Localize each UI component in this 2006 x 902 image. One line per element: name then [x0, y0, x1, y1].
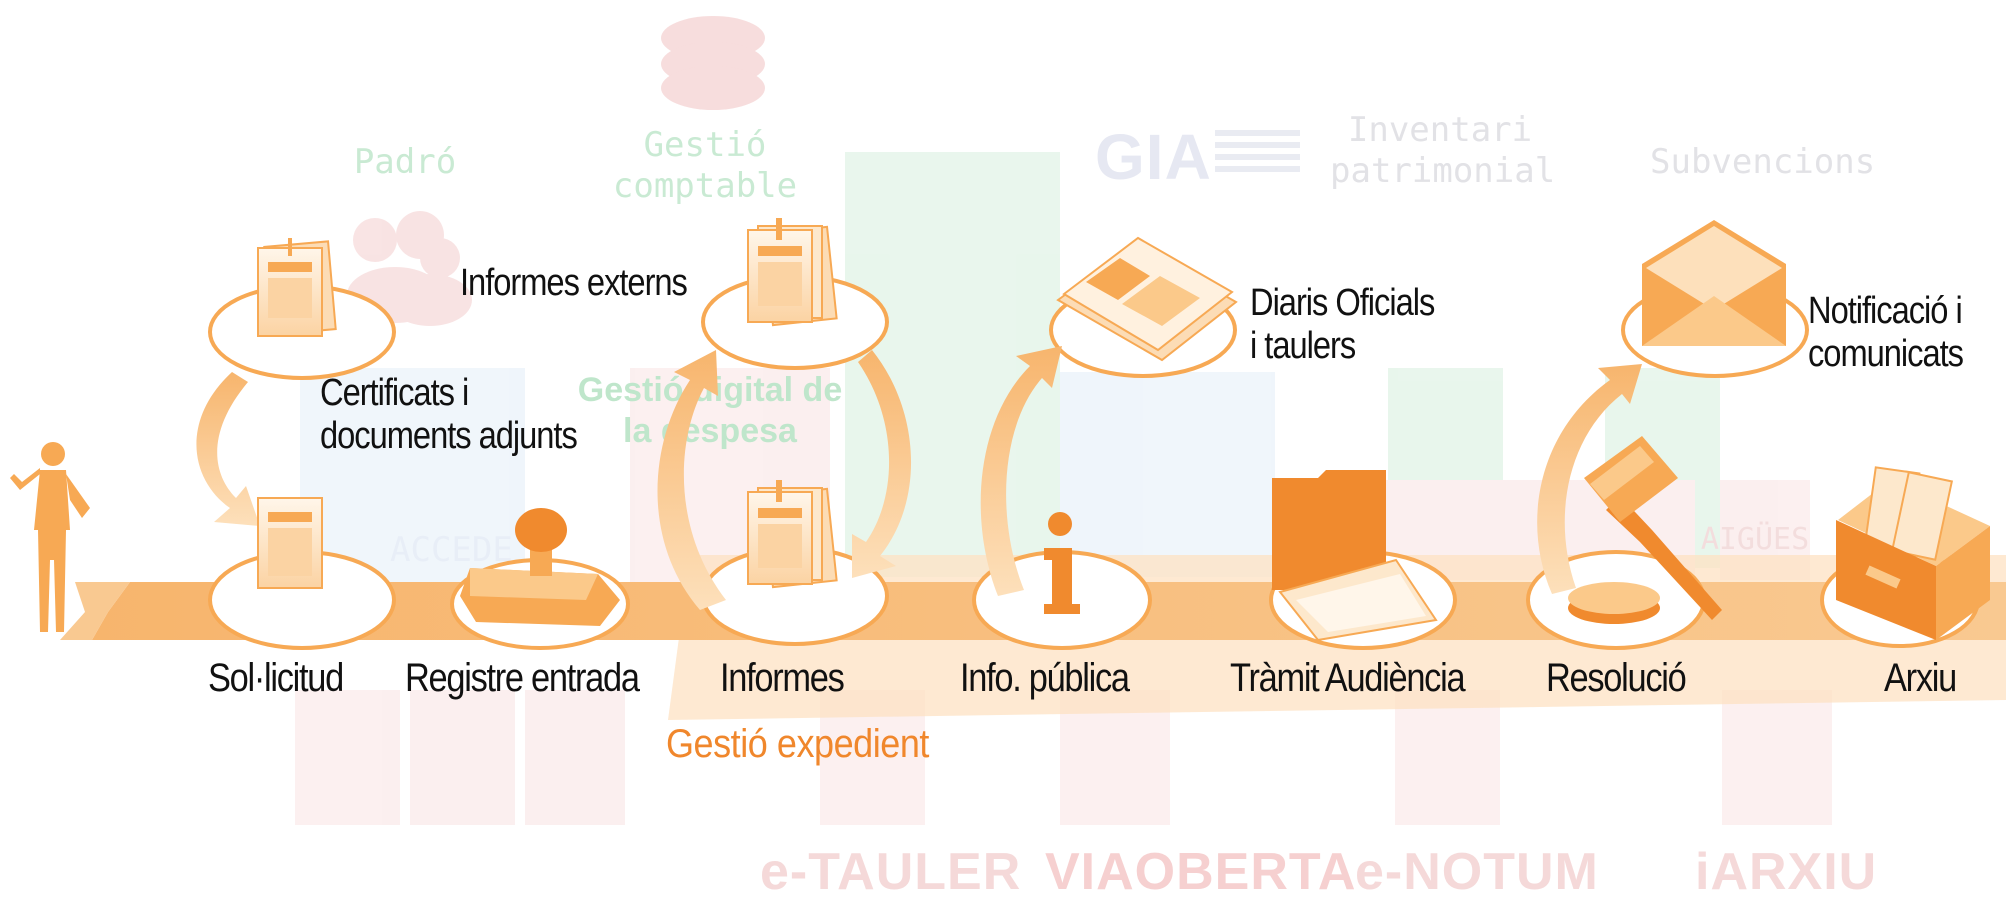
certificats-doc-icon [257, 238, 337, 337]
sollicitud-doc-icon [257, 497, 323, 589]
info-icon [1044, 512, 1080, 614]
arrow-infopublica-to-diaris [980, 346, 1062, 596]
arrow-resolucio-to-notificacio [1537, 364, 1642, 594]
newspaper-icon [1056, 236, 1238, 362]
arrow-certificats-to-sollicitud [196, 372, 260, 526]
step-label-registre: Registre entrada [405, 656, 640, 700]
informes-doc-icon [747, 480, 838, 589]
step-label-audiencia: Tràmit Audiència [1230, 656, 1466, 700]
step-label-arxiu: Arxiu [1884, 656, 1957, 700]
label-notificacio: Notificació i comunicats [1808, 290, 1964, 375]
step-label-informes: Informes [720, 656, 845, 700]
label-certificats: Certificats i documents adjunts [320, 372, 578, 457]
gavel-icon [1568, 436, 1722, 624]
folder-icon [1272, 470, 1438, 642]
step-label-info-publica: Info. pública [960, 656, 1130, 700]
bg-module-accede: ACCEDE [390, 530, 513, 570]
step-label-resolucio: Resolució [1546, 656, 1687, 700]
bg-module-inventari: Inventari patrimonial [1330, 110, 1556, 191]
label-informes-externs: Informes externs [460, 262, 688, 304]
informes-externs-doc-icon [747, 218, 838, 327]
step-label-sollicitud: Sol·licitud [208, 656, 344, 700]
envelope-icon [1642, 220, 1786, 346]
person-icon [10, 442, 90, 632]
bg-module-gestio-comptable: Gestió comptable [612, 125, 798, 206]
label-diaris: Diaris Oficials i taulers [1250, 282, 1435, 367]
bg-module-gia: GIA [1095, 121, 1212, 193]
arrow-informes-to-externs [657, 350, 726, 610]
bg-module-subvencions: Subvencions [1650, 142, 1876, 182]
bg-module-padro: Padró [353, 142, 457, 182]
stage-label-gestio-expedient: Gestió expedient [666, 722, 929, 766]
bg-module-aigues: AIGÜES [1700, 522, 1810, 557]
stamp-icon [460, 508, 620, 626]
arrow-externs-to-informes [852, 350, 912, 578]
archive-box-icon [1836, 466, 1990, 640]
